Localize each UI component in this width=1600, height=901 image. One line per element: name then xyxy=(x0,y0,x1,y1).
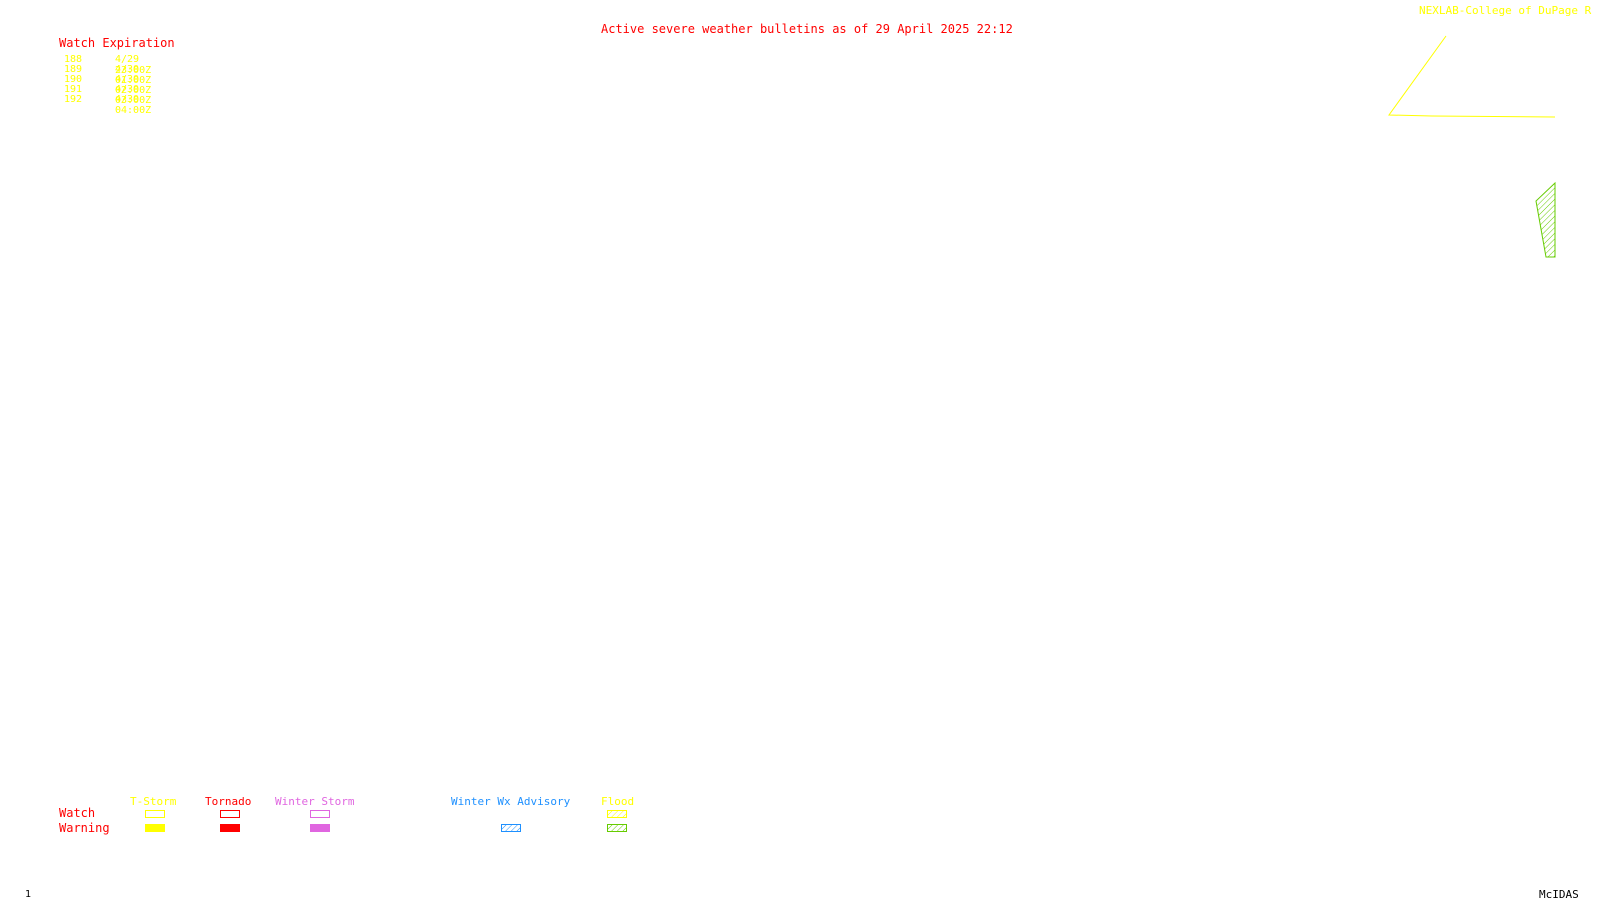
watch-expiration: 4/30 04:00Z xyxy=(115,94,152,116)
legend-row-label-watch: Watch xyxy=(59,806,96,820)
tornado-watch-swatch xyxy=(220,810,240,818)
tornado-warning-swatch xyxy=(220,824,240,832)
bulletin-title: Active severe weather bulletins as of 29… xyxy=(601,22,1013,36)
watch-number: 191 xyxy=(64,84,83,95)
winter-storm-warning-swatch xyxy=(310,824,330,832)
watch-expiration: 4/30 02:00Z xyxy=(115,74,152,96)
legend-label-tornado: Tornado xyxy=(205,795,252,808)
flood-warning-area xyxy=(1535,181,1556,258)
watch-expiration: 4/30 03:00Z xyxy=(115,84,152,106)
watch-expiration-header: Watch Expiration xyxy=(59,36,175,50)
tstorm-watch-swatch xyxy=(145,810,165,818)
watch-area-outline xyxy=(1388,35,1556,118)
credit-label: NEXLAB-College of DuPage R xyxy=(1419,4,1592,17)
winter-wx-advisory-swatch xyxy=(501,824,521,832)
legend-label-tstorm: T-Storm xyxy=(130,795,177,808)
tstorm-warning-swatch xyxy=(145,824,165,832)
watch-expiration: 4/30 01:00Z xyxy=(115,64,152,86)
flood-warning-swatch xyxy=(607,824,627,832)
watch-number: 190 xyxy=(64,74,83,85)
software-label: McIDAS xyxy=(1539,888,1579,901)
legend-label-flood: Flood xyxy=(601,795,635,808)
legend-label-winter-storm: Winter Storm xyxy=(275,795,355,808)
legend-label-winter-wx-advisory: Winter Wx Advisory xyxy=(451,795,571,808)
watch-number: 188 xyxy=(64,54,83,65)
winter-storm-watch-swatch xyxy=(310,810,330,818)
legend-row-label-warning: Warning xyxy=(59,821,110,835)
watch-number: 192 xyxy=(64,94,83,105)
watch-expiration: 4/29 23:00Z xyxy=(115,54,152,76)
frame-number: 1 xyxy=(25,889,32,900)
watch-number: 189 xyxy=(64,64,83,75)
flood-watch-swatch xyxy=(607,810,627,818)
